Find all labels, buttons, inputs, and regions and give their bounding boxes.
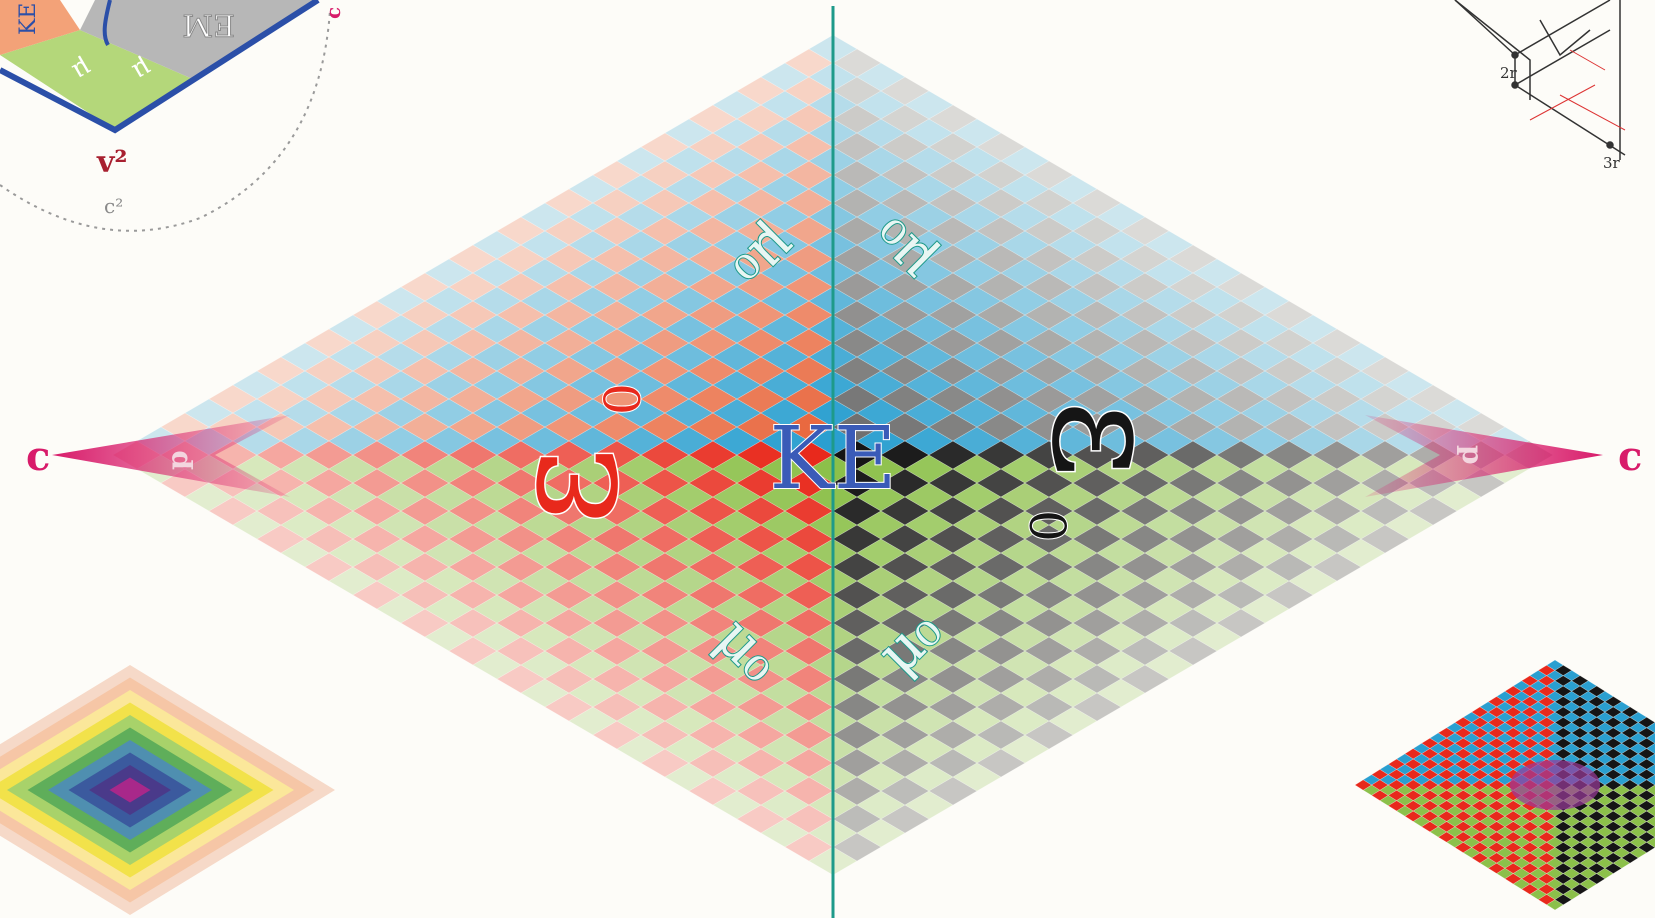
inset-v-squared-label: v² xyxy=(96,145,128,180)
grid-center-glow xyxy=(1510,760,1600,810)
left-epsilon-symbol: ε xyxy=(477,447,651,525)
right-epsilon-subscript: 0 xyxy=(1018,510,1076,542)
left-p-label: p xyxy=(161,450,194,470)
right-p-label: p xyxy=(1456,445,1489,465)
inset-2r-label: 2r xyxy=(1500,64,1518,82)
center-ke-label: KE xyxy=(769,409,896,509)
inset-c-corner-label: c xyxy=(321,7,345,19)
bottom-right-grid-inset xyxy=(1355,660,1655,910)
inset-em-label: EM xyxy=(182,7,235,42)
inset-3r-label: 3r xyxy=(1603,154,1621,172)
inset-ke-label: KE xyxy=(16,3,41,36)
left-c-label: c xyxy=(26,433,50,480)
bottom-left-concentric-inset xyxy=(0,665,335,915)
top-right-inset: 2r 3r xyxy=(1455,0,1625,172)
right-c-label: c xyxy=(1618,433,1642,480)
right-epsilon-symbol: ε xyxy=(1019,400,1193,478)
top-left-inset: KE EM μ μ v² c² c xyxy=(0,0,345,231)
inset-c-squared-label: c² xyxy=(104,194,123,218)
left-epsilon-subscript: 0 xyxy=(594,383,652,415)
